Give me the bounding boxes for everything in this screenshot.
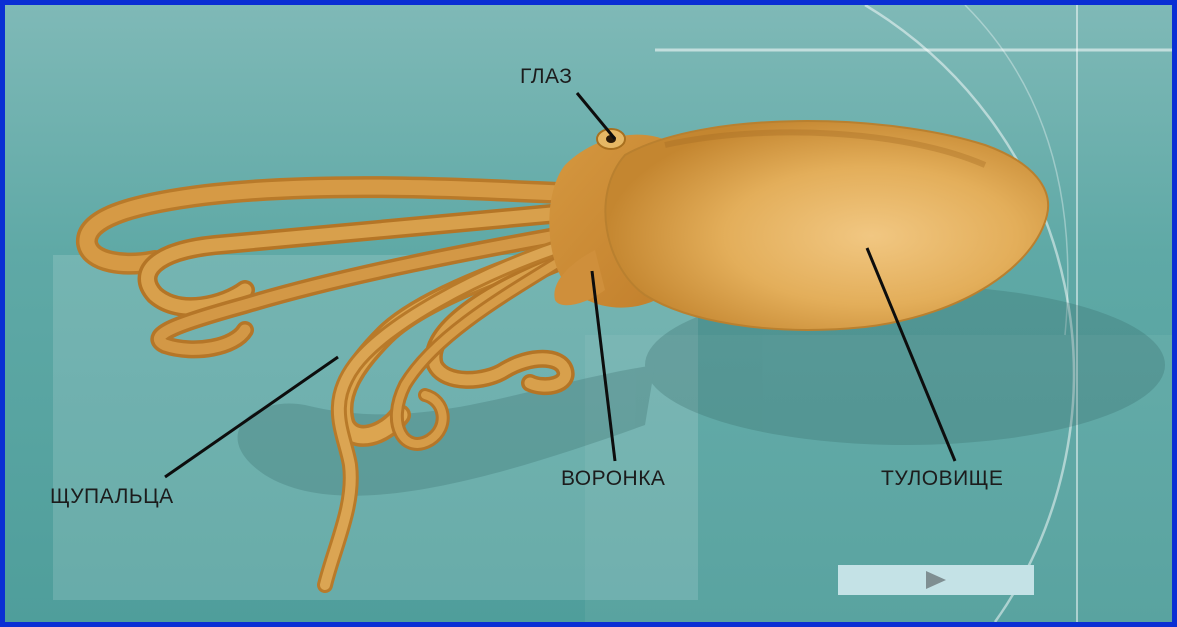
label-eye: ГЛАЗ	[520, 65, 572, 89]
eye-pointer	[577, 93, 615, 139]
label-body: ТУЛОВИЩЕ	[881, 467, 1003, 491]
play-icon	[926, 571, 946, 589]
octopus-diagram	[5, 5, 1172, 622]
next-slide-button[interactable]	[838, 565, 1034, 595]
label-tentacles: ЩУПАЛЬЦА	[50, 485, 174, 509]
label-funnel: ВОРОНКА	[561, 467, 665, 491]
slide: ГЛАЗ ЩУПАЛЬЦА ВОРОНКА ТУЛОВИЩЕ	[5, 5, 1172, 622]
